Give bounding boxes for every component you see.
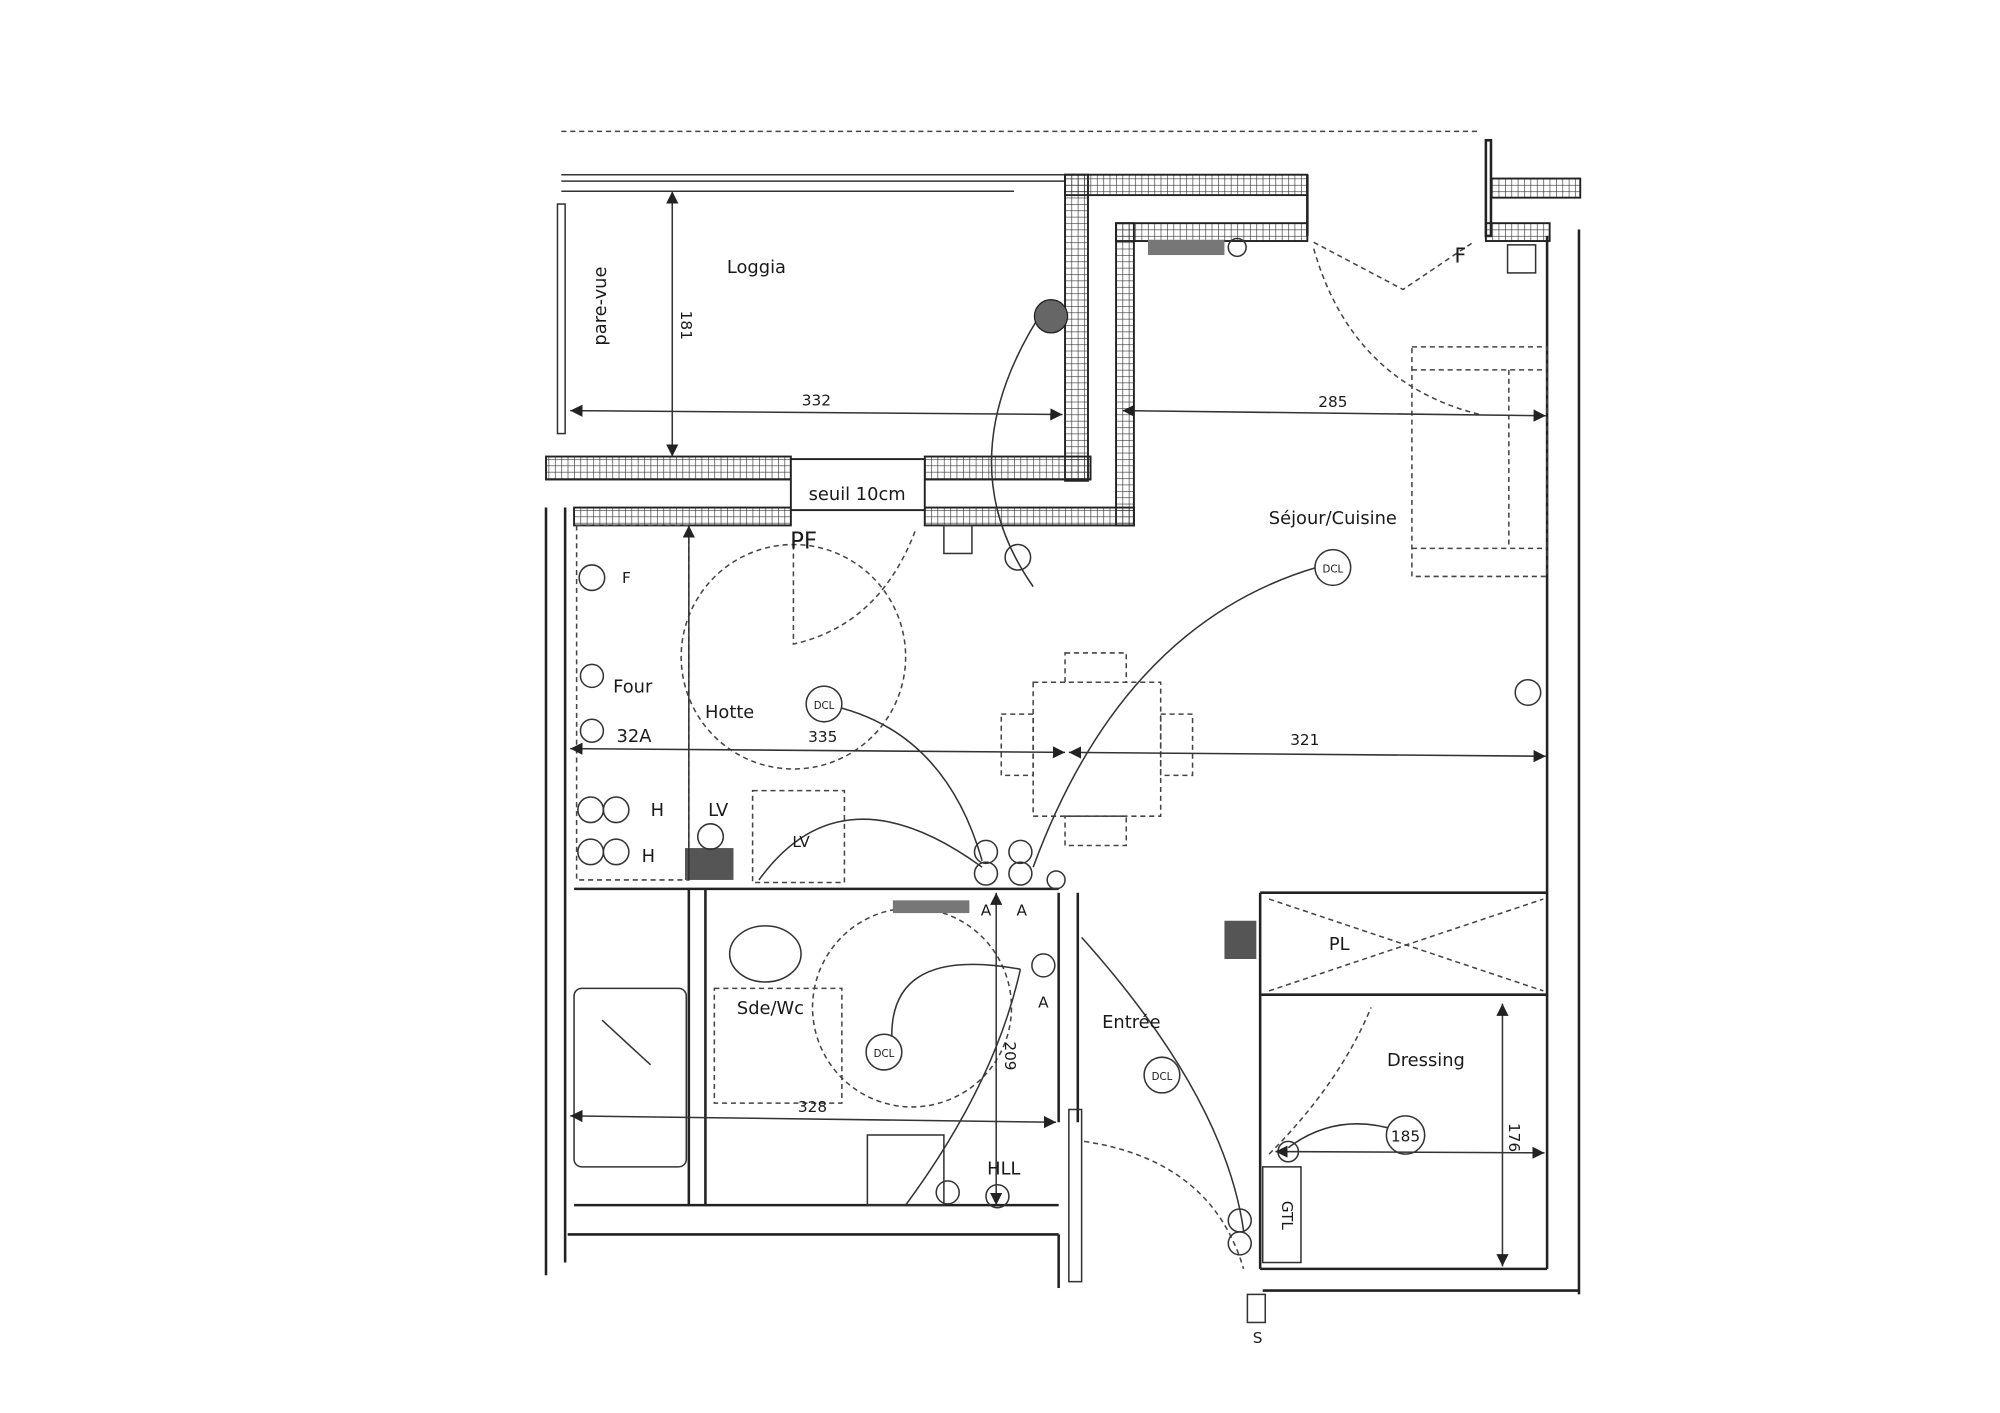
dcl-label: DCL (1323, 565, 1344, 576)
turning-circle-kitchen (680, 543, 907, 770)
entry-door-swing (1084, 1140, 1245, 1270)
dining-table (1000, 652, 1194, 847)
room-sde-wc: Sde/Wc (737, 998, 804, 1019)
a-label: A (981, 902, 992, 920)
dcl-kitchen (805, 685, 843, 723)
lv-label: LV (708, 800, 729, 821)
room-placard: PL (1329, 934, 1350, 955)
s-label: S (1253, 1329, 1263, 1347)
dim-sejour-top: 285 (1318, 393, 1347, 411)
dcl-bath (865, 1033, 903, 1071)
dcl-sejour (1314, 548, 1352, 587)
outlets (577, 237, 1542, 1324)
dim-kitchen-width: 335 (808, 728, 837, 746)
four-label: Four (613, 676, 653, 697)
dim-dressing-height: 176 (1505, 1123, 1523, 1152)
walls (544, 139, 1582, 1295)
dimension-lines (570, 191, 1546, 1267)
pf-label: PF (790, 528, 817, 554)
f-kitchen-label: F (622, 569, 631, 587)
h-label: H (642, 846, 655, 867)
dcl-label: DCL (814, 701, 835, 712)
threshold-label: seuil 10cm (809, 484, 906, 505)
gtl-label: GTL (1278, 1201, 1296, 1231)
hotte-label: Hotte (705, 702, 754, 723)
window-swing (1312, 248, 1480, 416)
hll-label: HLL (987, 1159, 1020, 1180)
f-window-label: F (1455, 244, 1467, 268)
dim-bath-height: 209 (1001, 1041, 1019, 1070)
dim-sejour-width: 321 (1290, 731, 1319, 749)
dim-bath-width: 328 (798, 1098, 827, 1116)
room-entree: Entrée (1102, 1012, 1161, 1033)
amp-label: 32A (617, 726, 653, 747)
a-label: A (1016, 902, 1027, 920)
placard-cross (1268, 898, 1544, 992)
h-label: H (651, 800, 664, 821)
dressing-door-swing (1268, 1007, 1372, 1155)
dim-loggia-height: 181 (677, 311, 695, 340)
pf-door-swing (792, 528, 917, 645)
loggia-railing (556, 173, 1066, 435)
window-opening (1313, 241, 1474, 291)
room-dressing: Dressing (1387, 1050, 1465, 1071)
sofa (1411, 346, 1548, 578)
dim-dressing-width: 185 (1391, 1127, 1420, 1145)
lv-label: LV (792, 833, 810, 851)
room-sejour-cuisine: Séjour/Cuisine (1269, 508, 1397, 529)
dim-loggia-width: 332 (802, 392, 831, 410)
dcl-label: DCL (1152, 1072, 1173, 1083)
dcl-label: DCL (874, 1049, 895, 1060)
pare-vue-label: pare-vue (590, 267, 611, 346)
dcl-entree (1143, 1056, 1181, 1094)
threshold-box (789, 458, 926, 512)
room-loggia: Loggia (727, 257, 786, 278)
a-label: A (1038, 993, 1049, 1011)
